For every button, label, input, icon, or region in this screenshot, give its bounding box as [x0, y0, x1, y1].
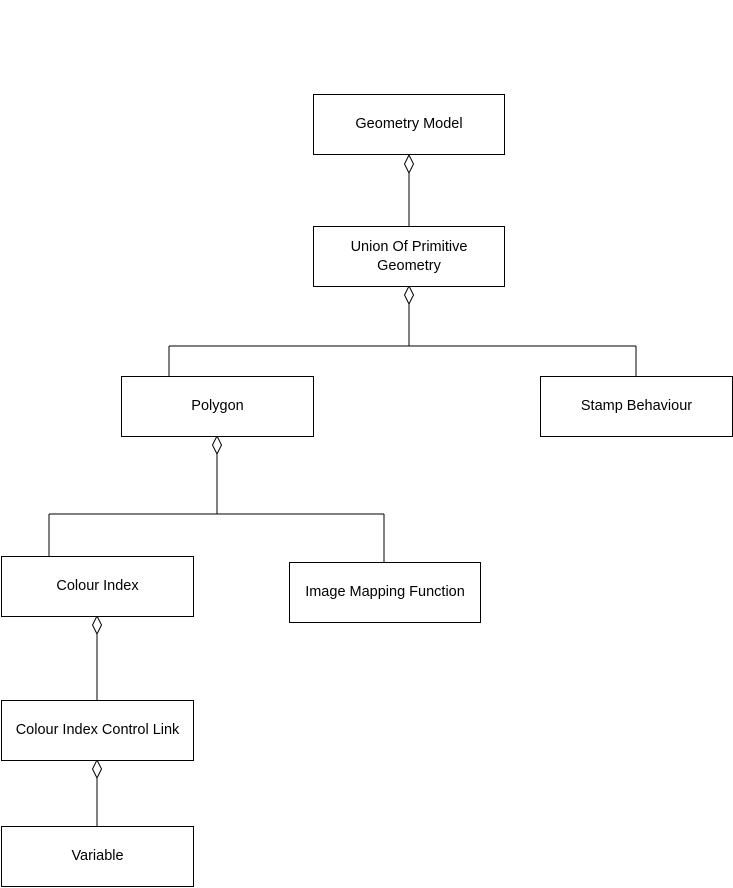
node-union-of-primitive-geometry: Union Of Primitive Geometry — [313, 226, 505, 287]
node-label: Geometry Model — [355, 116, 463, 132]
node-label: Colour Index — [56, 578, 139, 594]
node-label: Stamp Behaviour — [580, 398, 693, 414]
node-label: Polygon — [191, 398, 244, 414]
node-image-mapping-function: Image Mapping Function — [289, 562, 481, 623]
aggregation-diamond-control-link — [91, 758, 103, 780]
node-label: Image Mapping Function — [305, 584, 465, 600]
node-polygon: Polygon — [121, 376, 314, 437]
aggregation-diamond-geometry-model — [403, 153, 415, 175]
node-colour-index: Colour Index — [1, 556, 194, 617]
connector-union-branch — [168, 304, 637, 376]
node-colour-index-control-link: Colour Index Control Link — [1, 700, 194, 761]
aggregation-diamond-polygon — [211, 434, 223, 456]
aggregation-diamond-union — [403, 284, 415, 306]
node-label: Variable — [71, 848, 124, 864]
node-label: Union Of Primitive Geometry — [350, 238, 468, 274]
node-geometry-model: Geometry Model — [313, 94, 505, 155]
node-stamp-behaviour: Stamp Behaviour — [540, 376, 733, 437]
node-variable: Variable — [1, 826, 194, 887]
aggregation-diamond-colour-index — [91, 614, 103, 636]
node-label: Colour Index Control Link — [15, 722, 180, 738]
connector-polygon-branch — [48, 454, 385, 562]
